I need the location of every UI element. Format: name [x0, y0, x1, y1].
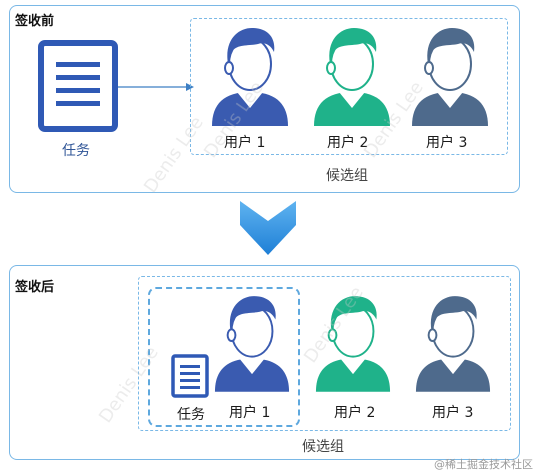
- after-group-label: 候选组: [302, 439, 344, 455]
- down-chevron-arrow-icon: [240, 201, 296, 255]
- assigned-user-box: [148, 287, 300, 427]
- before-user-1-label: 用户 1: [224, 135, 266, 151]
- user-2-icon: [315, 296, 391, 392]
- user-1-icon: [214, 296, 290, 392]
- user-3-icon: [415, 296, 491, 392]
- assign-arrow: [118, 83, 194, 91]
- after-task-label: 任务: [177, 407, 205, 423]
- after-user-1-label: 用户 1: [229, 405, 271, 421]
- user-2-icon: [314, 28, 390, 126]
- before-user-2-label: 用户 2: [327, 135, 369, 151]
- footer-source: @稀土掘金技术社区: [434, 458, 533, 471]
- before-candidate-group-box: [190, 18, 508, 155]
- after-candidate-group-box: [138, 276, 511, 431]
- before-task-label: 任务: [62, 143, 90, 159]
- document-icon: [38, 40, 118, 132]
- after-user-3-label: 用户 3: [432, 405, 474, 421]
- before-title: 签收前: [15, 14, 55, 29]
- before-user-3-label: 用户 3: [426, 135, 468, 151]
- user-3-icon: [412, 28, 488, 126]
- after-user-2-label: 用户 2: [334, 405, 376, 421]
- user-1-icon: [212, 28, 288, 126]
- after-title: 签收后: [15, 280, 55, 295]
- before-group-label: 候选组: [326, 168, 368, 184]
- document-icon: [171, 354, 209, 398]
